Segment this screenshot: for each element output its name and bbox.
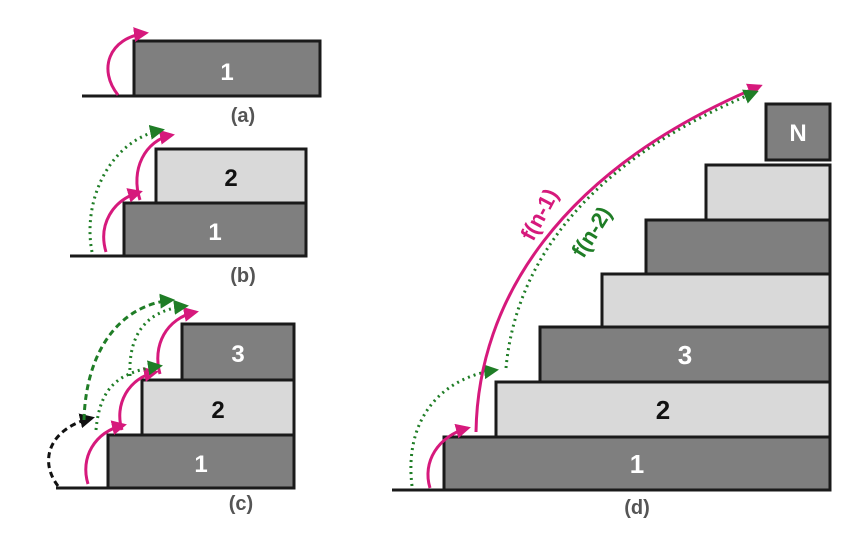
step-label: 3 <box>678 340 692 370</box>
previous-dashed-arrow <box>47 413 95 487</box>
step-5 <box>644 218 832 276</box>
jump-arrow-1 <box>426 423 471 489</box>
step-3 <box>180 322 296 382</box>
long-arc-f-n-1 <box>474 83 763 433</box>
step-label: 2 <box>224 165 237 192</box>
step-4 <box>600 272 832 329</box>
double-jump-arrow <box>94 360 163 431</box>
step-label: 1 <box>220 59 233 86</box>
step-2 <box>494 380 832 439</box>
step-3 <box>538 325 832 384</box>
step-1 <box>132 39 322 98</box>
step-1 <box>106 433 296 490</box>
step-6 <box>704 163 832 222</box>
arc-label-f-n-2: f(n-2) <box>566 202 616 262</box>
step-label: 2 <box>211 397 224 424</box>
step-1 <box>442 435 832 492</box>
double-jump-arrow <box>128 299 189 377</box>
double-jump-arrow <box>88 124 165 253</box>
step-label: 1 <box>208 219 221 246</box>
jump-arrow-1 <box>106 27 149 96</box>
panel-caption: (c) <box>229 493 253 515</box>
step-2 <box>140 378 296 437</box>
panel-a: 1 (a) <box>82 27 322 127</box>
panel-caption: (b) <box>230 265 256 287</box>
step-label: N <box>789 120 806 147</box>
jump-arrow-1 <box>102 188 143 253</box>
dashed-jump-arrow <box>82 293 175 421</box>
panel-caption: (a) <box>231 105 255 127</box>
jump-arrow-1 <box>84 420 127 485</box>
arc-label-f-n-1: f(n-1) <box>515 184 563 244</box>
step-label: 2 <box>656 395 670 425</box>
panel-caption: (d) <box>624 497 650 519</box>
panel-b: 1 2 (b) <box>70 124 308 287</box>
step-n <box>764 102 832 162</box>
step-label: 1 <box>630 449 644 479</box>
panel-c: 1 2 3 (c) <box>47 293 296 515</box>
long-arc-f-n-2 <box>504 89 759 369</box>
step-2 <box>154 147 308 205</box>
step-label: 1 <box>194 451 207 478</box>
step-label: 3 <box>231 341 244 368</box>
panel-d: 1 2 3 N f(n-1) f(n-2) (d) <box>392 83 832 519</box>
